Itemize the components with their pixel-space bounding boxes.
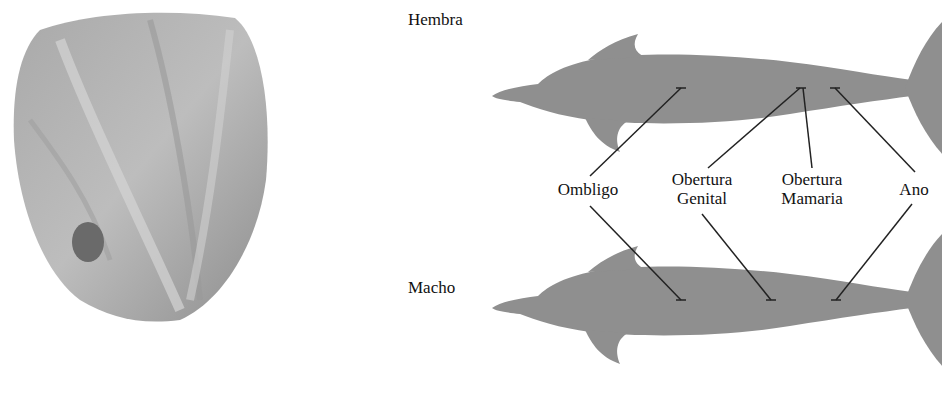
leader-lines: [590, 88, 915, 300]
photo: [14, 13, 268, 322]
sex-label: Hembra: [408, 10, 488, 29]
part-label: Ano: [892, 180, 936, 199]
part-label: Obertura Genital: [664, 170, 740, 208]
female-dolphin: [492, 18, 942, 158]
part-label: Obertura Mamaria: [772, 170, 852, 208]
part-label: Ombligo: [548, 180, 628, 199]
sex-label: Macho: [408, 278, 488, 297]
